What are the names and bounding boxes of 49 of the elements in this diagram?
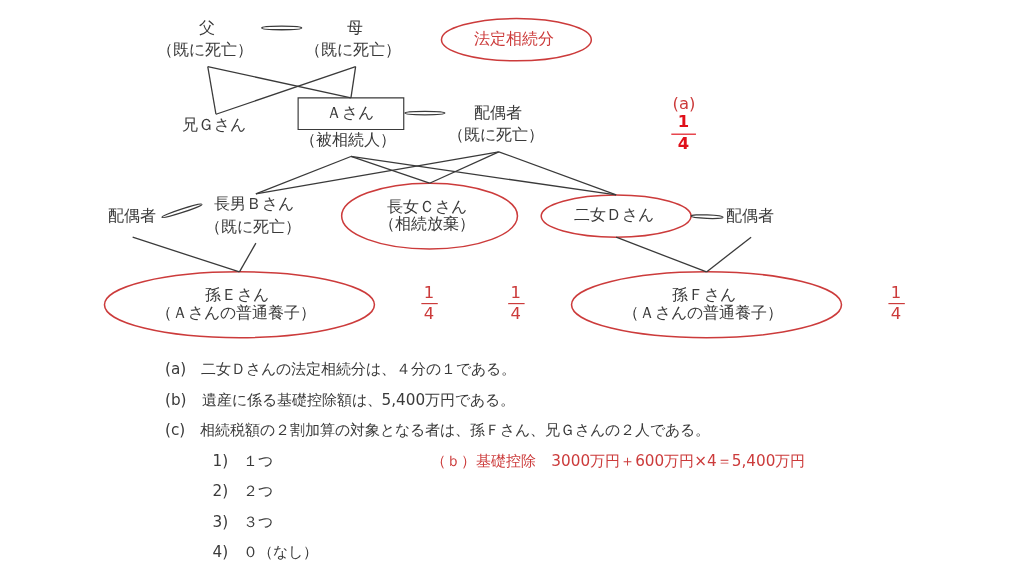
node-box: Ａさん [297, 97, 405, 131]
node-label: 4 [890, 304, 902, 324]
connector [207, 66, 352, 99]
node-label: （被相続人） [300, 129, 397, 149]
node-text: 父 （既に死亡） [157, 17, 254, 60]
node-label: 1 [510, 282, 521, 302]
node-ellipse: 長女Ｃさん （相続放棄） [340, 182, 519, 250]
label: 2) ２つ [212, 482, 274, 501]
connector [350, 66, 357, 99]
node-text: 長男Ｂさん （既に死亡） [205, 194, 302, 236]
node-text: 配偶者 （既に死亡） [448, 102, 545, 145]
label: 1) １つ [212, 451, 274, 470]
connector [705, 236, 752, 273]
connector [498, 151, 617, 196]
label: 4) ０（なし） [212, 543, 319, 562]
node-label: 1 [677, 112, 690, 132]
node-text: 配偶者 [108, 206, 157, 226]
label: (b) 遺産に係る基礎控除額は、5,400万円である。 [164, 390, 516, 409]
connector [238, 242, 257, 273]
connector [255, 151, 500, 195]
node-label: 1 [423, 282, 435, 302]
node-label: 4 [677, 133, 690, 153]
connector [350, 155, 431, 184]
connector [428, 151, 500, 184]
node-ellipse: 孫Ｅさん （Ａさんの普通養子） [103, 271, 376, 339]
connector [161, 203, 203, 219]
node-ellipse: 法定相続分 [440, 17, 593, 62]
node-label: 1 [890, 282, 902, 302]
node-ellipse: 二女Ｄさん [540, 194, 692, 238]
connector [215, 66, 357, 115]
label: (a) 二女Ｄさんの法定相続分は、４分の１である。 [164, 360, 517, 379]
node-label: 4 [423, 304, 435, 324]
connector [690, 214, 724, 220]
label: 3) ３つ [212, 512, 274, 531]
node-text: 兄Ｇさん [181, 114, 246, 134]
node-text: 母 （既に死亡） [305, 17, 402, 60]
connector [404, 110, 446, 116]
connector [255, 155, 352, 195]
label: （ｂ）基礎控除 3000万円＋600万円×4＝5,400万円 [431, 451, 806, 470]
node-label: (a) [672, 93, 696, 113]
connector [207, 66, 217, 115]
label: (c) 相続税額の２割加算の対象となる者は、孫Ｆさん、兄Ｇさんの２人である。 [164, 421, 711, 440]
node-ellipse: 孫Ｆさん （Ａさんの普通養子） [570, 271, 843, 339]
connector [615, 236, 708, 273]
connector [132, 236, 241, 273]
connector [350, 155, 617, 196]
node-label: 4 [510, 304, 521, 324]
connector [261, 25, 303, 31]
node-text: 配偶者 [726, 206, 775, 226]
